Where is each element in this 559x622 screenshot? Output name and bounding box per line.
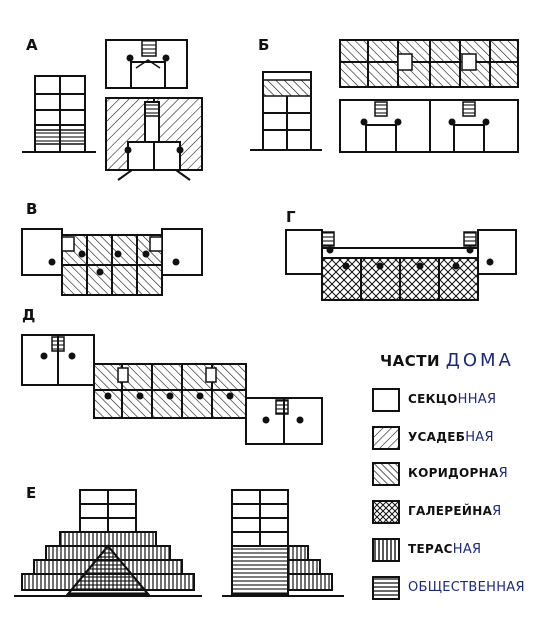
legend-label-main: ГАЛЕРЕЙНА — [408, 504, 493, 518]
label-d: Д — [22, 306, 36, 324]
legend-label-hand: НАЯ — [452, 542, 482, 557]
legend-title: ЧАСТИ ДОМА — [380, 350, 514, 371]
legend-title-part2: ДОМА — [445, 350, 514, 371]
diagram-e-left-elevation — [14, 489, 202, 597]
legend-swatch-diagonal-backslash — [372, 426, 400, 450]
diagram-e-right-elevation — [222, 489, 344, 597]
legend-item-public: ОБЩЕСТВЕННАЯ — [372, 576, 557, 610]
legend-title-part1: ЧАСТИ — [380, 352, 441, 370]
legend-label-main: СЕКЦО — [408, 392, 458, 406]
legend-item-terraced: ТЕРАСНАЯ — [372, 538, 557, 572]
diagram-d-plan — [21, 334, 323, 445]
legend-swatch-crosshatch — [372, 500, 400, 524]
legend-item-sectional: СЕКЦОННАЯ — [372, 388, 557, 422]
diagram-a-elevation — [22, 75, 96, 153]
legend-label-hand: ННАЯ — [457, 392, 497, 407]
legend-item-gallery: ГАЛЕРЕЙНАЯ — [372, 500, 557, 534]
legend-label-hand: ОБЩЕСТВЕННАЯ — [408, 580, 525, 595]
legend-label-hand: Я — [498, 466, 508, 481]
diagram-v-plan — [21, 228, 203, 296]
legend-item-manor: УСАДЕБНАЯ — [372, 426, 557, 460]
diagram-a-plan-bottom — [105, 97, 203, 181]
legend-item-corridor: КОРИДОРНАЯ — [372, 462, 557, 496]
label-v: В — [26, 200, 38, 218]
legend-label-main: ТЕРАС — [408, 542, 453, 556]
legend-label-main: УСАДЕБ — [408, 430, 466, 444]
diagram-b-plan-bottom — [339, 99, 519, 153]
diagram-g-plan — [285, 229, 517, 301]
diagram-b-plan-top — [339, 39, 519, 88]
label-g: Г — [286, 208, 296, 226]
diagram-a-plan-top — [105, 39, 188, 89]
legend-swatch-horizontal — [372, 576, 400, 600]
label-e: Е — [26, 484, 37, 502]
legend-label-hand: Я — [492, 504, 502, 519]
legend-swatch-blank — [372, 388, 400, 412]
legend-swatch-diagonal-slash — [372, 462, 400, 486]
label-b: Б — [258, 36, 270, 54]
legend-label-hand: НАЯ — [465, 430, 494, 445]
legend-label-main: КОРИДОРНА — [408, 466, 499, 480]
diagram-b-elevation — [250, 71, 322, 151]
label-a: А — [26, 36, 38, 54]
legend-swatch-vertical — [372, 538, 400, 562]
